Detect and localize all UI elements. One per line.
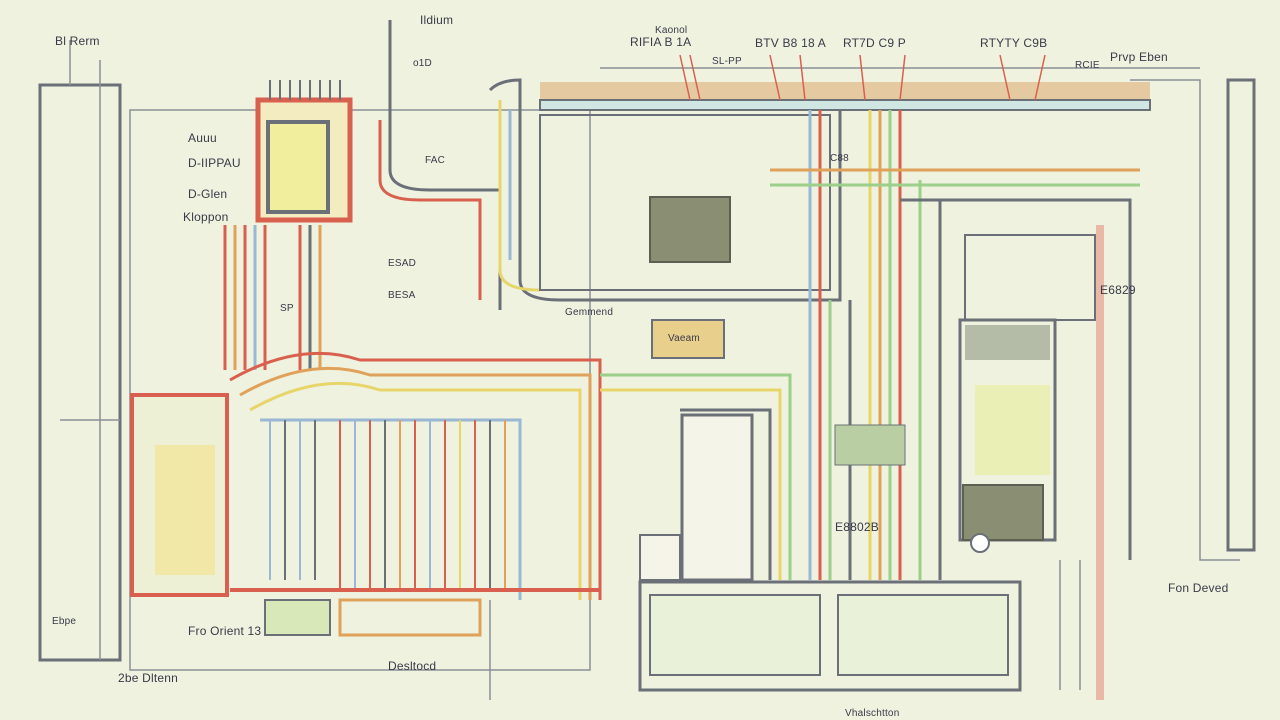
top-bus-teal [539, 99, 1151, 111]
label-e6829: E6829 [1100, 283, 1136, 297]
bottom-panel-left [649, 594, 821, 676]
diagram-title-center: Vhalschtton [845, 708, 900, 719]
right-rail [1226, 78, 1256, 552]
right-bus [1130, 79, 1240, 561]
label-group-1: RIFIA B 1A [630, 35, 692, 49]
bottom-switch [639, 534, 681, 581]
label-dippau: D-IIPPAU [188, 156, 241, 170]
right-module-chip [962, 484, 1044, 541]
label-desltocd: Desltocd [388, 659, 437, 673]
left-vertical-wires [223, 225, 322, 370]
label-kaonol: Kaonol [655, 25, 688, 36]
label-vaeam: Vaeam [668, 333, 700, 344]
controller-chip [649, 196, 731, 263]
label-sub-1: SL-PP [712, 56, 742, 67]
bottom-drops [489, 560, 1081, 700]
ground-terminal [970, 533, 990, 553]
label-fon-deved: Fon Deved [1168, 581, 1229, 595]
label-c88: C88 [830, 153, 849, 164]
controller-panel [539, 114, 831, 291]
left-leads [60, 40, 120, 660]
label-top-small: o1D [413, 58, 432, 69]
label-dglen: D-Glen [188, 187, 228, 201]
relay-box [651, 319, 725, 359]
connector-bottom [338, 598, 482, 637]
module-lower-left-core [155, 445, 215, 575]
label-prvp: Prvp Eben [1110, 50, 1168, 64]
label-sub-2: RCIE [1075, 60, 1100, 71]
label-fro-orient: Fro Orient 13 [188, 624, 262, 638]
label-group-3: RT7D C9 P [843, 36, 906, 50]
right-module-display [975, 385, 1050, 475]
mid-vertical-wires [269, 420, 506, 590]
right-wire-bundle [600, 110, 1140, 700]
label-kloppon: Kloppon [183, 210, 229, 224]
label-esad: ESAD [388, 258, 417, 269]
center-wire-bundle [229, 20, 842, 600]
label-top-mid: Ildium [420, 13, 454, 27]
top-bus-orange [540, 82, 1150, 100]
label-sp: SP [280, 303, 294, 314]
bottom-panel-right [837, 594, 1009, 676]
top-fan-wires [679, 54, 1046, 101]
label-ebpe: Ebpe [52, 616, 77, 627]
chip-pins [269, 80, 341, 100]
label-group-2: BTV B8 18 A [755, 36, 826, 50]
chip-core [266, 120, 330, 214]
label-e8802b: E8802B [835, 520, 879, 534]
label-auuu: Auuu [188, 131, 217, 145]
label-group-4: RTYTY C9B [980, 36, 1048, 50]
diagram-title-left: 2be Dltenn [118, 671, 179, 685]
right-module-top [965, 325, 1050, 360]
fuse-block [834, 424, 906, 466]
label-top-left: Bl Rerm [55, 34, 100, 48]
label-fac: FAC [425, 155, 446, 166]
label-gemmend: Gemmend [565, 307, 614, 318]
connector-green [264, 599, 331, 636]
bottom-enclosure [638, 580, 1022, 692]
terminal-frame [680, 413, 754, 582]
label-besa: BESA [388, 290, 416, 301]
right-upper-frame [964, 234, 1096, 321]
left-frame [38, 83, 122, 662]
